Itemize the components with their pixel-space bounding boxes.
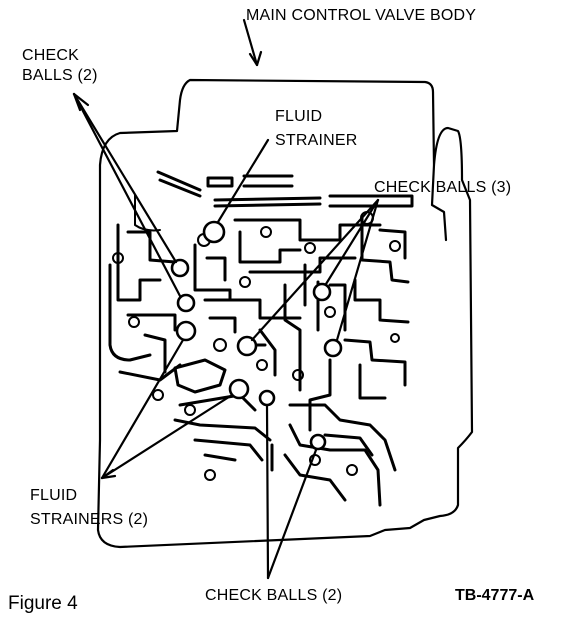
- valve-body-channels: [108, 170, 414, 507]
- label-check-balls-top-left-line2: BALLS (2): [22, 67, 98, 84]
- check-ball-right-lower: [323, 338, 343, 358]
- label-fluid-strainers-line1: FLUID: [30, 487, 77, 504]
- fluid-strainer-top: [202, 220, 226, 244]
- figure-caption: Figure 4: [8, 593, 78, 614]
- label-main-control-valve-body: MAIN CONTROL VALVE BODY: [246, 7, 476, 24]
- fluid-strainer-left: [175, 320, 197, 342]
- label-fluid-strainers-line2: STRAINERS (2): [30, 511, 148, 528]
- check-ball-left-upper: [170, 258, 190, 278]
- check-ball-right-upper: [312, 282, 332, 302]
- leader-lines: [72, 18, 380, 580]
- label-check-balls-bottom: CHECK BALLS (2): [205, 587, 342, 604]
- check-ball-center: [236, 335, 258, 357]
- check-ball-left-lower: [176, 293, 196, 313]
- figure-code: TB-4777-A: [455, 587, 535, 604]
- valve-body-outline: [96, 78, 474, 549]
- label-fluid-strainer-line1: FLUID: [275, 108, 322, 125]
- check-ball-bottom-a: [258, 389, 276, 407]
- label-check-balls-3: CHECK BALLS (3): [374, 179, 511, 196]
- label-check-balls-top-left-line1: CHECK: [22, 47, 79, 64]
- label-fluid-strainer-line2: STRAINER: [275, 132, 358, 149]
- check-balls: [170, 220, 343, 451]
- check-ball-bottom-b: [309, 433, 327, 451]
- fluid-strainer-lower: [228, 378, 250, 400]
